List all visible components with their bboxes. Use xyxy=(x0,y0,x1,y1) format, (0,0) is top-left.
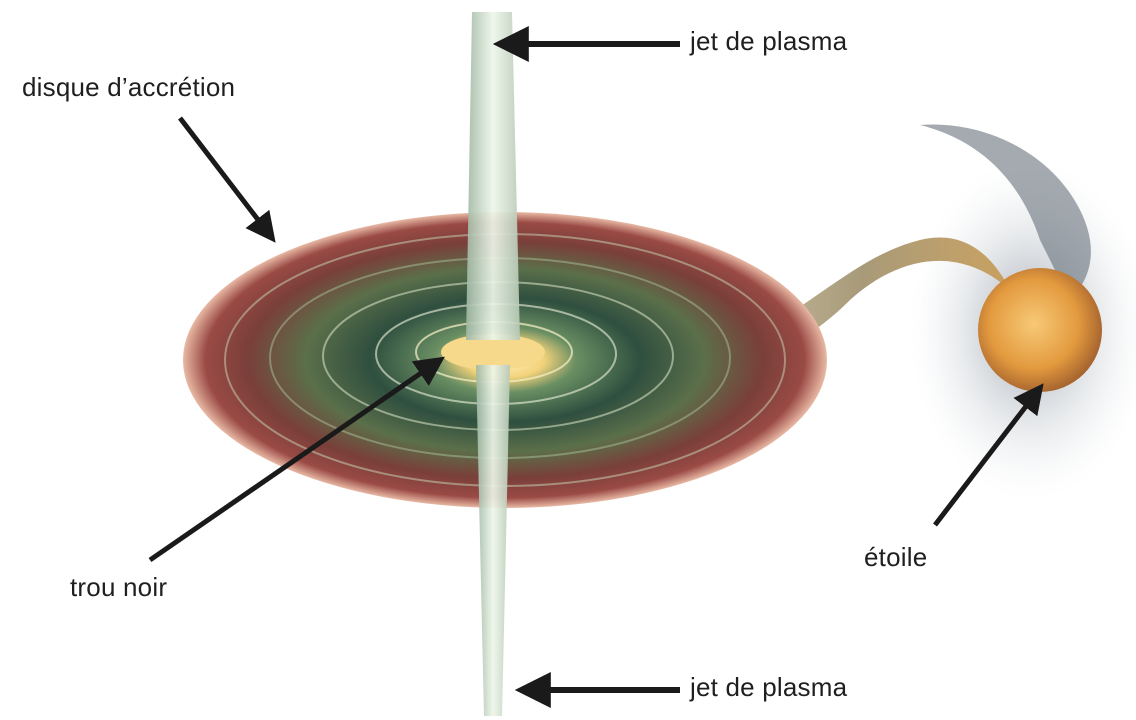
label-jet-de-plasma-bottom: jet de plasma xyxy=(690,672,847,703)
plasma-jet-top xyxy=(466,12,520,340)
label-etoile: étoile xyxy=(864,542,927,573)
label-jet-de-plasma-top: jet de plasma xyxy=(690,26,847,57)
arrow-accretion-disk xyxy=(180,118,272,238)
label-disque-accretion: disque d’accrétion xyxy=(22,72,235,103)
label-trou-noir: trou noir xyxy=(70,572,167,603)
plasma-jet-bottom xyxy=(476,365,510,716)
star-body xyxy=(978,268,1102,392)
